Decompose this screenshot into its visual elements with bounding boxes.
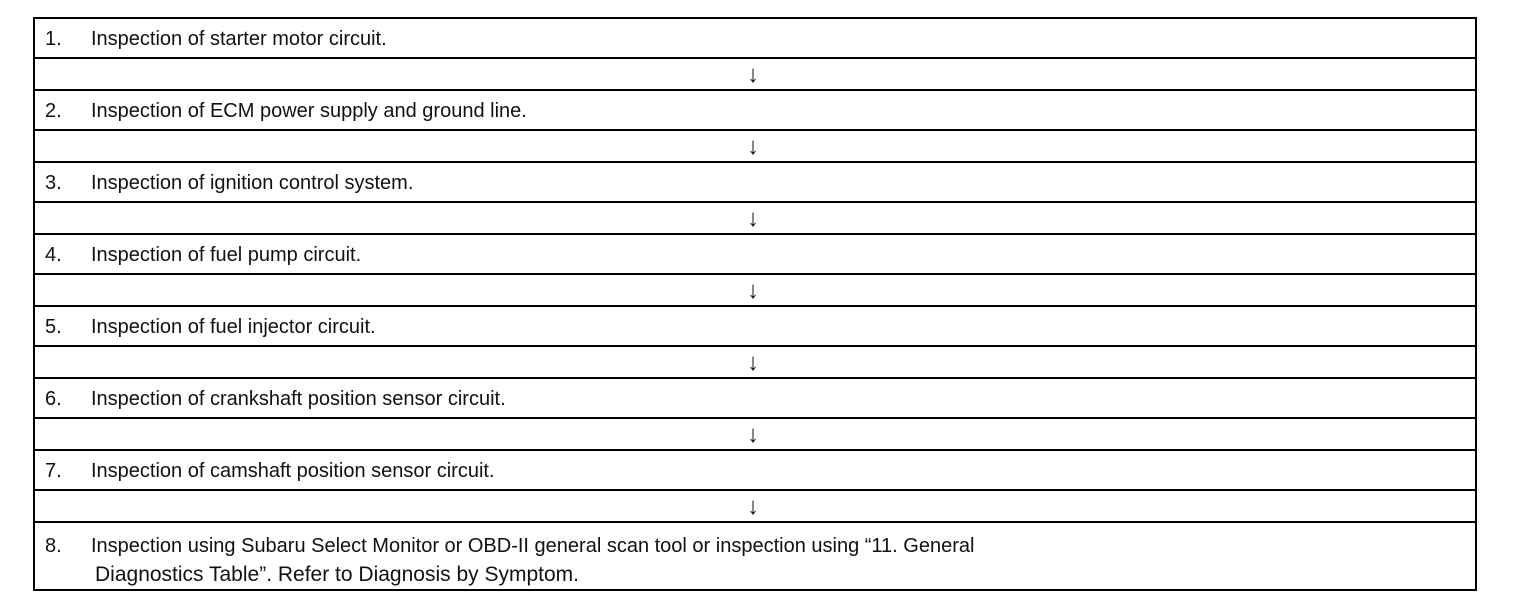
down-arrow-icon: ↓ [747, 349, 759, 376]
step-text: Inspection using Subaru Select Monitor o… [91, 535, 975, 557]
step-number: 7. [45, 460, 62, 482]
down-arrow-icon: ↓ [747, 133, 759, 160]
step-text: Inspection of fuel pump circuit. [91, 244, 362, 266]
step-row-1: 1. Inspection of starter motor circuit. [35, 19, 1475, 59]
step-number: 8. [45, 535, 62, 557]
step-number: 4. [45, 244, 62, 266]
down-arrow-icon: ↓ [747, 421, 759, 448]
step-text: Inspection of starter motor circuit. [91, 28, 387, 50]
step-row-6: 6. Inspection of crankshaft position sen… [35, 379, 1475, 419]
step-text: Inspection of camshaft position sensor c… [91, 460, 495, 482]
step-text: Inspection of ECM power supply and groun… [91, 100, 527, 122]
step-number: 3. [45, 172, 62, 194]
flow-arrow-row: ↓ [35, 275, 1475, 307]
flow-arrow-row: ↓ [35, 491, 1475, 523]
down-arrow-icon: ↓ [747, 205, 759, 232]
flow-arrow-row: ↓ [35, 419, 1475, 451]
step-text: Inspection of ignition control system. [91, 172, 414, 194]
flow-arrow-row: ↓ [35, 203, 1475, 235]
flow-arrow-row: ↓ [35, 347, 1475, 379]
step-number: 5. [45, 316, 62, 338]
step-text: Inspection of fuel injector circuit. [91, 316, 376, 338]
step-row-7: 7. Inspection of camshaft position senso… [35, 451, 1475, 491]
step-row-8: 8. Inspection using Subaru Select Monito… [35, 523, 1475, 589]
down-arrow-icon: ↓ [747, 493, 759, 520]
step-text: Inspection of crankshaft position sensor… [91, 388, 506, 410]
step-row-2: 2. Inspection of ECM power supply and gr… [35, 91, 1475, 131]
flow-arrow-row: ↓ [35, 131, 1475, 163]
down-arrow-icon: ↓ [747, 61, 759, 88]
step-number: 1. [45, 28, 62, 50]
step-number: 2. [45, 100, 62, 122]
flow-arrow-row: ↓ [35, 59, 1475, 91]
step-number: 6. [45, 388, 62, 410]
step-row-3: 3. Inspection of ignition control system… [35, 163, 1475, 203]
down-arrow-icon: ↓ [747, 277, 759, 304]
step-row-5: 5. Inspection of fuel injector circuit. [35, 307, 1475, 347]
inspection-flow-table: 1. Inspection of starter motor circuit. … [33, 17, 1477, 591]
step-text-continued: Diagnostics Table”. Refer to Diagnosis b… [95, 563, 579, 586]
step-row-4: 4. Inspection of fuel pump circuit. [35, 235, 1475, 275]
